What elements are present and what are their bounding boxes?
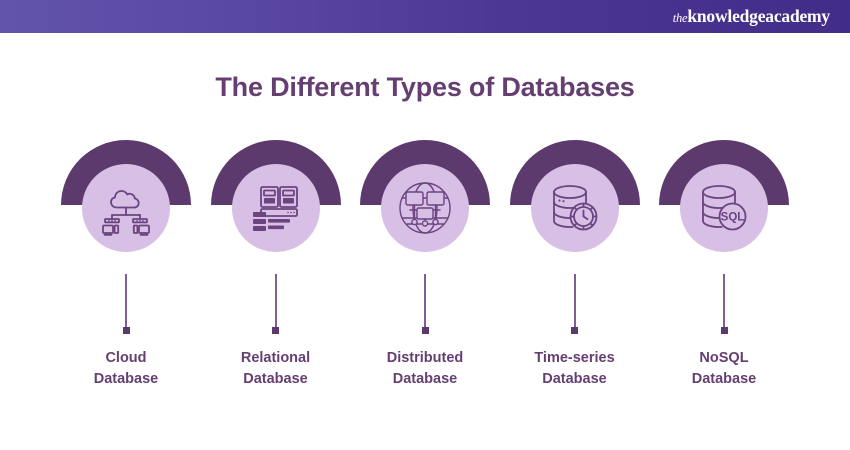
node-label-line2: Database (691, 370, 757, 387)
node-label-line2: Database (93, 370, 159, 387)
node-label-line1: Distributed (386, 349, 464, 366)
node-label-line1: NoSQL (699, 349, 749, 366)
connector-dot (571, 327, 578, 334)
brand-logo-name: knowledgeacademy (687, 6, 830, 26)
node-label: Relational Database (241, 348, 310, 390)
node-label-line1: Relational (240, 349, 311, 366)
badge: SQL (656, 140, 792, 272)
database-types-row: Cloud Database (0, 140, 850, 390)
node-label: Distributed Database (387, 348, 464, 390)
badge (208, 140, 344, 272)
node-cloud-database[interactable]: Cloud Database (58, 140, 194, 390)
node-nosql-database[interactable]: SQL NoSQL Database (656, 140, 792, 390)
distributed-globe-icon (395, 178, 455, 238)
node-label: Time-series Database (534, 348, 614, 390)
node-label: NoSQL Database (692, 348, 756, 390)
connector-dot (720, 327, 728, 334)
badge (357, 140, 493, 272)
node-label-line1: Time-series (534, 349, 615, 366)
node-label-line2: Database (243, 370, 308, 387)
connector-line (723, 273, 725, 329)
node-label-line1: Cloud (105, 349, 147, 366)
node-label: Cloud Database (94, 348, 158, 390)
database-clock-icon (546, 179, 604, 237)
icon-disc (231, 164, 320, 252)
connector-dot (122, 327, 130, 334)
relational-tables-icon (247, 179, 305, 237)
connector-line (125, 273, 127, 329)
page-title: The Different Types of Databases (215, 72, 635, 102)
icon-disc (82, 164, 170, 252)
badge (507, 140, 643, 272)
connector-line (573, 273, 576, 329)
node-time-series-database[interactable]: Time-series Database (507, 140, 643, 390)
database-sql-icon: SQL (695, 179, 753, 237)
connector-dot (421, 327, 429, 334)
icon-disc (530, 164, 619, 252)
node-label-line2: Database (392, 370, 458, 387)
icon-disc (381, 164, 469, 252)
svg-text:SQL: SQL (721, 212, 745, 224)
connector-line (424, 273, 426, 329)
badge (58, 140, 194, 272)
connector-line (274, 273, 277, 329)
brand-logo-the: the (672, 11, 688, 25)
cloud-network-icon (97, 179, 155, 237)
connector-dot (272, 327, 279, 334)
node-distributed-database[interactable]: Distributed Database (357, 140, 493, 390)
node-relational-database[interactable]: Relational Database (208, 140, 344, 390)
node-label-line2: Database (542, 370, 607, 387)
icon-disc: SQL (680, 164, 768, 252)
